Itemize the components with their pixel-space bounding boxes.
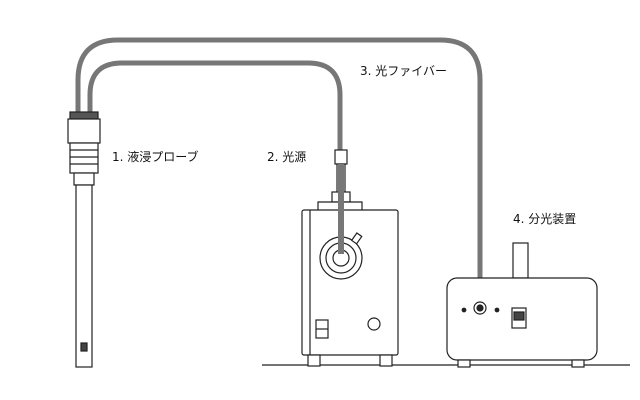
fiber-cables <box>75 37 483 300</box>
fiber-cable-inner <box>87 60 343 258</box>
fiber-cable-outer <box>75 37 483 300</box>
label-immersion-probe: 1. 液浸プローブ <box>112 150 199 164</box>
label-optical-fiber: 3. 光ファイバー <box>360 64 448 78</box>
spectrometer <box>446 242 598 368</box>
light-source <box>301 149 399 367</box>
immersion-probe <box>67 111 101 368</box>
label-spectrometer: 4. 分光装置 <box>513 212 577 226</box>
light-source-fiber-entry <box>338 164 344 254</box>
label-light-source: 2. 光源 <box>267 150 307 164</box>
